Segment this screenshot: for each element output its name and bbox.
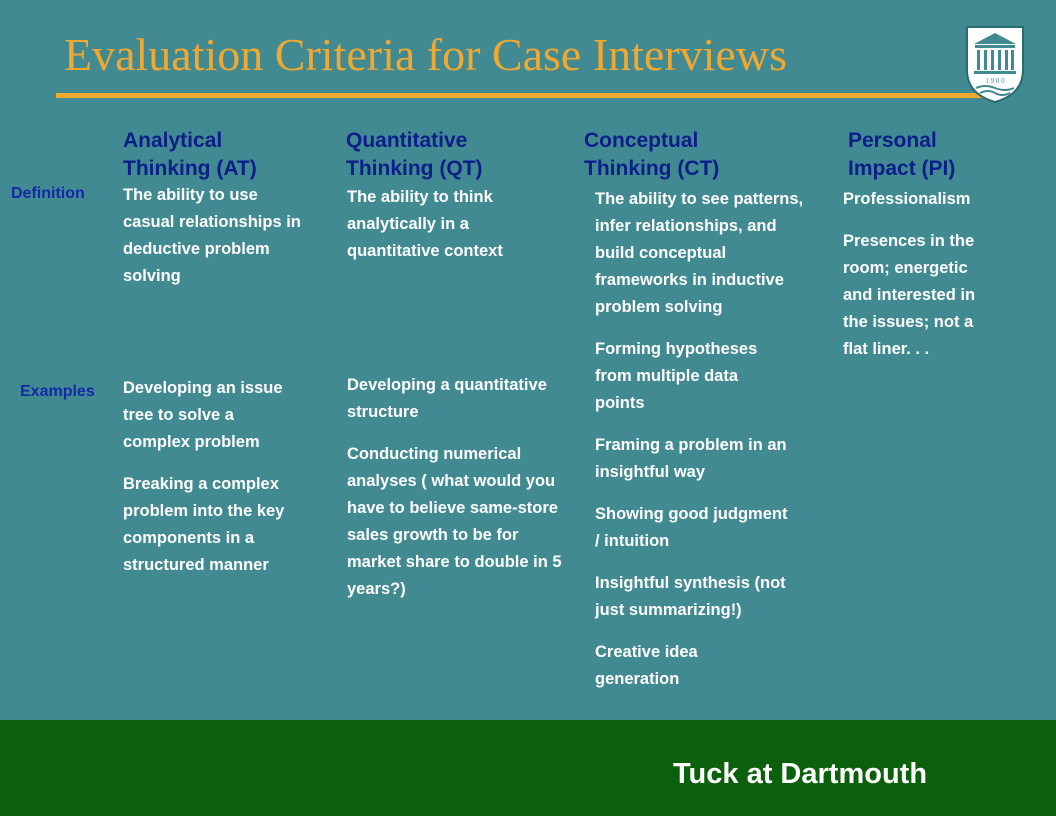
slide-title: Evaluation Criteria for Case Interviews (64, 29, 787, 80)
footer-brand: Tuck at Dartmouth (673, 758, 928, 790)
example-analytical-2: Breaking a complex problem into the key … (123, 475, 285, 574)
footer-bar: Tuck at Dartmouth (0, 720, 1056, 816)
row-label-definition: Definition (11, 185, 85, 202)
example-conceptual-5: Creative idea generation (595, 643, 698, 688)
example-analytical-1: Developing an issue tree to solve a comp… (123, 379, 283, 451)
row-label-examples: Examples (20, 383, 95, 400)
example-conceptual-3: Showing good judgment / intuition (595, 505, 788, 550)
example-conceptual-4: Insightful synthesis (not just summarizi… (595, 574, 786, 619)
definition-personal-impact: Professionalism Presences in the room; e… (843, 190, 976, 358)
example-conceptual-1: Forming hypotheses from multiple data po… (595, 340, 758, 412)
examples-quantitative: Developing a quantitative structure Cond… (347, 372, 562, 618)
example-quantitative-2: Conducting numerical analyses ( what wou… (347, 445, 562, 598)
example-quantitative-1: Developing a quantitative structure (347, 376, 547, 421)
definition-analytical: The ability to use casual relationships … (123, 186, 301, 285)
definition-conceptual: The ability to see patterns, infer relat… (595, 186, 810, 708)
tuck-crest-icon: 1 9 0 0 (966, 26, 1024, 104)
definition-quantitative: The ability to think analytically in a q… (347, 188, 503, 260)
logo-year: 1 9 0 0 (985, 77, 1005, 85)
example-conceptual-2: Framing a problem in an insightful way (595, 436, 787, 481)
title-underline (56, 93, 991, 98)
examples-analytical: Developing an issue tree to solve a comp… (123, 375, 303, 594)
